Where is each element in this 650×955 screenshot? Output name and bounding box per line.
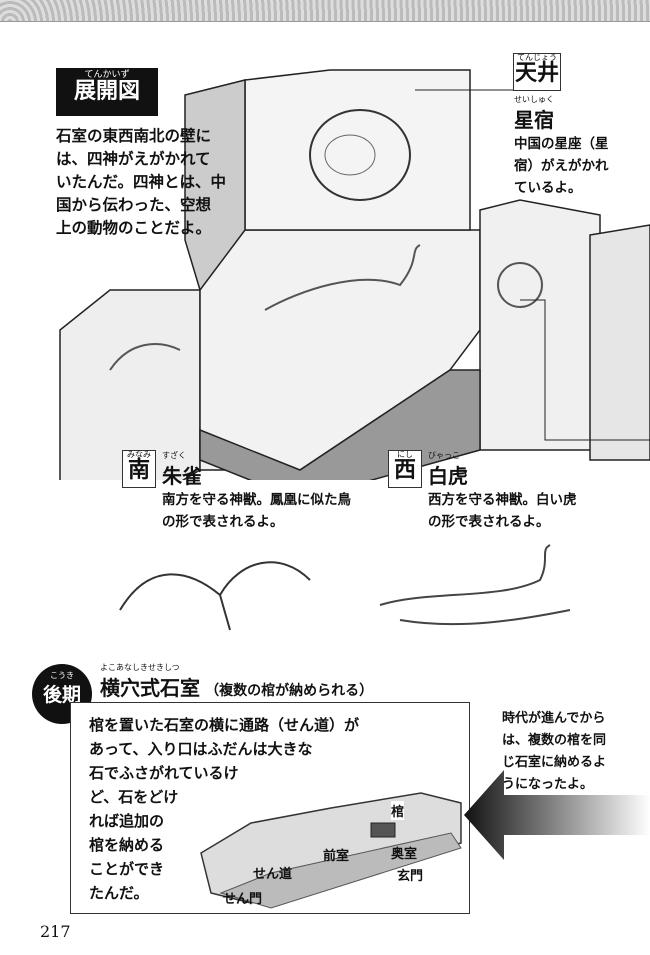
desc-line: ているよ。 [514,180,582,196]
coffin-label: 棺 [391,801,405,820]
entrance-label: せん門 [223,892,263,907]
panel-line: れば追加の [89,812,165,830]
side-line: うになったよ。 [502,777,594,792]
chamber-illustration [59,69,650,480]
direction-text: 西 [393,458,416,483]
badge-ruby: こうき [50,671,74,680]
ceiling-text: 天井 [514,61,559,86]
side-line: 時代が進んでから [502,711,606,726]
ceiling-label: てんじょう 天井 [513,53,561,91]
heading-ruby: すざく [162,451,186,460]
white-tiger-mural [264,244,421,311]
intro-line: は、四神がえがかれて [56,150,211,168]
white-tiger-drawing [379,544,571,626]
west-wall [479,199,601,451]
page-number: 217 [40,922,71,941]
black-tortoise-mural [497,262,543,308]
panel-line: ことができ [89,860,165,878]
gate-label: 玄門 [397,869,424,884]
heading-ruby: びゃっこ [428,451,460,460]
side-line: は、複数の棺を同 [502,733,607,748]
heading-ruby: せいしゅく [514,95,554,104]
guardian-illustrations [119,544,571,631]
front-room-label: 前室 [323,849,350,864]
back-room-label: 奥室 [391,847,418,862]
panel-line: 棺を納める [89,836,165,854]
desc-line: の形で表されるよ。 [162,514,284,530]
panel-text: 棺を置いた石室の横に通路（せん道）が あって、入り口はふだんは大きな 石でふさが… [89,713,359,905]
panel-line: あって、入り口はふだんは大きな [89,740,313,758]
heading: 横穴式石室 [100,676,200,700]
corridor-panel: 棺を置いた石室の横に通路（せん道）が あって、入り口はふだんは大きな 石でふさが… [70,702,470,914]
south-label: みなみ 南 [122,450,156,488]
panel-line: 石でふさがれているけ [89,764,239,782]
intro-text: 石室の東西南北の壁に は、四神がえがかれて いたんだ。四神とは、中 国から伝わっ… [56,125,296,240]
intro-line: 国から伝わった、空想 [56,196,212,214]
heading: 朱雀 [162,464,202,488]
intro-line: 上の動物のことだよ。 [56,219,212,237]
page-title: てんかいず 展開図 [56,68,158,116]
star-map [309,109,411,201]
intro-line: いたんだ。四神とは、中 [56,173,227,191]
passage-label: せん道 [253,867,293,882]
arrow-left-icon [464,770,650,860]
heading: 星宿 [514,108,554,132]
panel-line: 棺を置いた石室の横に通路（せん道）が [89,716,360,734]
heading: 白虎 [428,464,468,488]
west-description: びゃっこ 白虎 西方を守る神獣。白い虎 の形で表されるよ。 [428,452,628,533]
east-wall [589,224,650,461]
ceiling-ruby: てんじょう [517,53,557,62]
desc-line: の形で表されるよ。 [428,514,550,530]
side-note: 時代が進んでから は、複数の棺を同 じ石室に納めるよ うになったよ。 [502,708,650,796]
west-label: にし 西 [388,450,422,488]
coffin-icon [370,822,396,838]
intro-line: 石室の東西南北の壁に [56,127,212,145]
title-text: 展開図 [73,79,140,104]
subheading: （複数の棺が納められる） [205,683,374,699]
panel-line: ど、石をどけ [89,788,179,806]
late-heading: よこあなしきせきしつ 横穴式石室 （複数の棺が納められる） [100,664,373,701]
panel-line: たんだ。 [89,884,149,902]
corridor-tomb-diagram [200,792,462,909]
desc-line: 中国の星座（星 [514,136,609,152]
badge-text: 後期 [42,684,81,706]
direction-ruby: にし [397,450,413,459]
title-ruby: てんかいず [84,70,130,80]
direction-text: 南 [127,458,150,483]
ceiling-description: せいしゅく 星宿 中国の星座（星 宿）がえがかれ ているよ。 [514,96,650,199]
desc-line: 宿）がえがかれ [514,158,609,174]
direction-ruby: みなみ [127,450,151,459]
desc-line: 南方を守る神獣。鳳凰に似た鳥 [162,492,351,508]
vermilion-bird-mural [109,343,181,371]
south-description: すざく 朱雀 南方を守る神獣。鳳凰に似た鳥 の形で表されるよ。 [162,452,372,533]
decorative-border [0,0,650,22]
side-line: じ石室に納めるよ [502,755,607,770]
desc-line: 西方を守る神獣。白い虎 [428,492,577,508]
vermilion-bird-drawing [119,561,311,631]
heading-ruby: よこあなしきせきしつ [100,663,180,672]
